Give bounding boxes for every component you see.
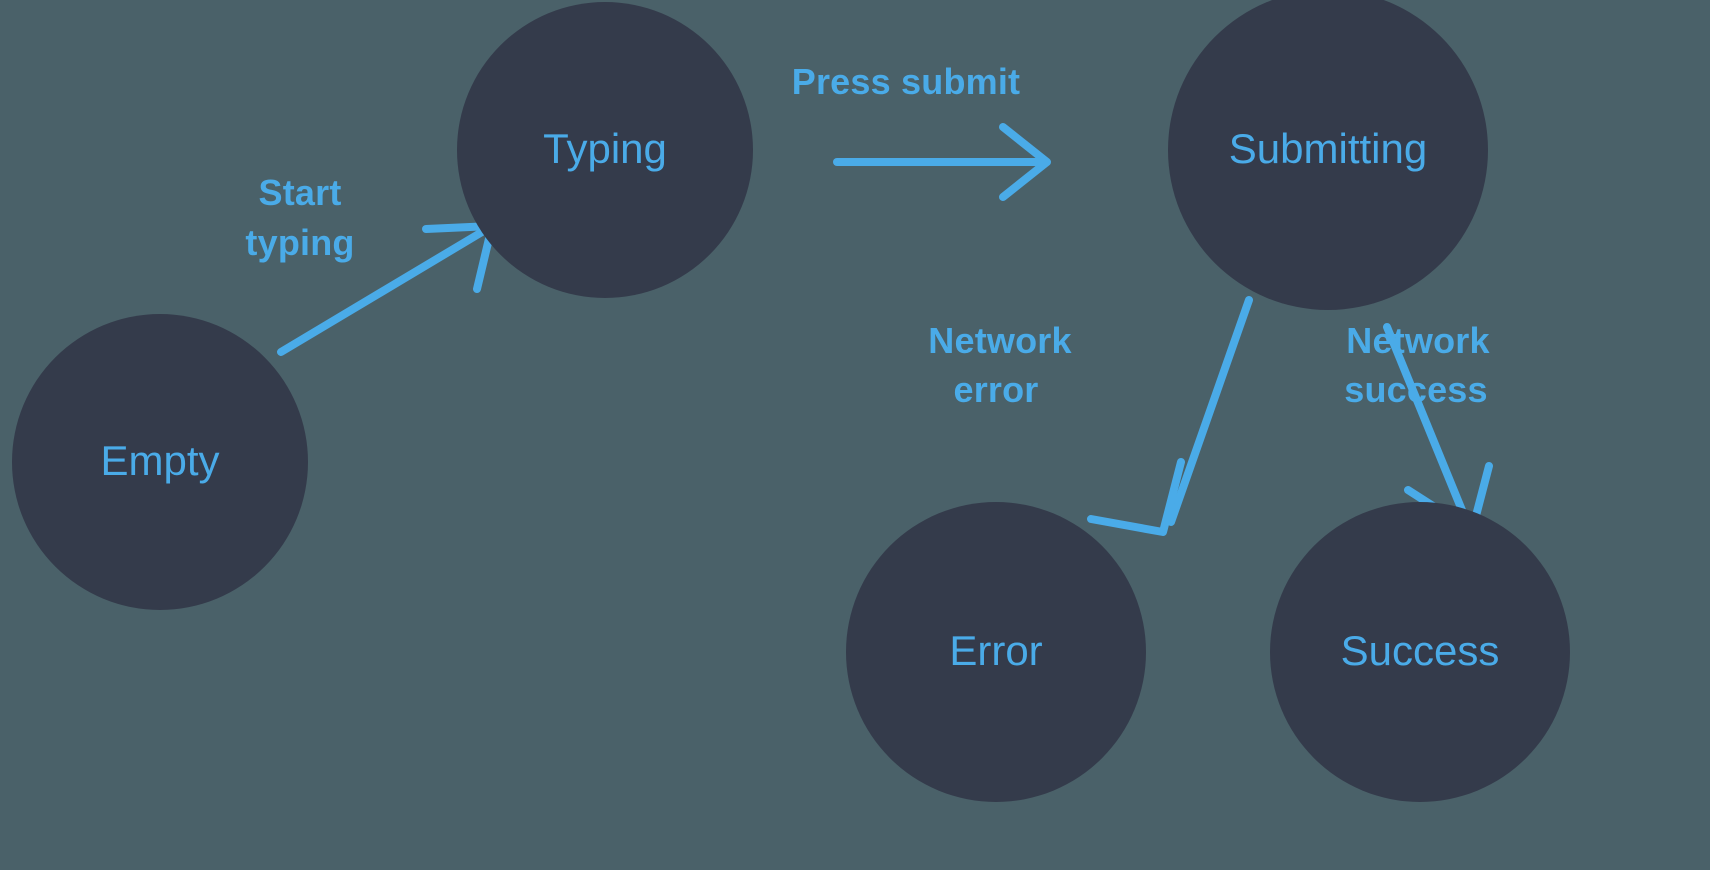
edge-network-error-arrowhead <box>1087 458 1185 536</box>
node-submitting-label: Submitting <box>1229 125 1427 172</box>
node-empty[interactable]: Empty <box>12 314 308 610</box>
node-empty-label: Empty <box>100 437 219 484</box>
edge-label-network-success: Network success <box>1344 320 1490 410</box>
node-success-circle[interactable] <box>1270 502 1570 802</box>
node-success[interactable]: Success <box>1270 502 1570 802</box>
node-error-label: Error <box>949 627 1042 674</box>
node-error-circle[interactable] <box>846 502 1146 802</box>
node-error[interactable]: Error <box>846 502 1146 802</box>
node-submitting-circle[interactable] <box>1168 0 1488 310</box>
edge-label-network-success-line2: success <box>1344 369 1488 410</box>
node-success-label: Success <box>1341 627 1500 674</box>
edge-network-success-line <box>1383 323 1470 524</box>
node-empty-circle[interactable] <box>12 314 308 610</box>
edge-label-network-success-line1: Network <box>1346 320 1490 361</box>
edge-network-error <box>1087 296 1253 536</box>
edge-label-network-error: Network error <box>928 320 1072 410</box>
edge-label-start-typing: Start typing <box>245 172 354 263</box>
edge-press-submit-arrowhead <box>999 123 1051 201</box>
node-typing-label: Typing <box>543 125 667 172</box>
node-typing-circle[interactable] <box>457 2 753 298</box>
edge-label-network-error-line1: Network <box>928 320 1072 361</box>
edge-label-network-error-line2: error <box>953 369 1038 410</box>
edge-start-typing-line <box>277 222 496 356</box>
node-submitting[interactable]: Submitting <box>1168 0 1488 310</box>
edge-label-start-typing-line1: Start <box>258 172 341 213</box>
edge-label-press-submit-line1: Press submit <box>792 61 1021 102</box>
node-typing[interactable]: Typing <box>457 2 753 298</box>
edge-label-press-submit: Press submit <box>792 61 1021 102</box>
edge-press-submit <box>833 123 1051 201</box>
edge-network-error-line <box>1167 296 1253 526</box>
edge-label-start-typing-line2: typing <box>245 222 354 263</box>
